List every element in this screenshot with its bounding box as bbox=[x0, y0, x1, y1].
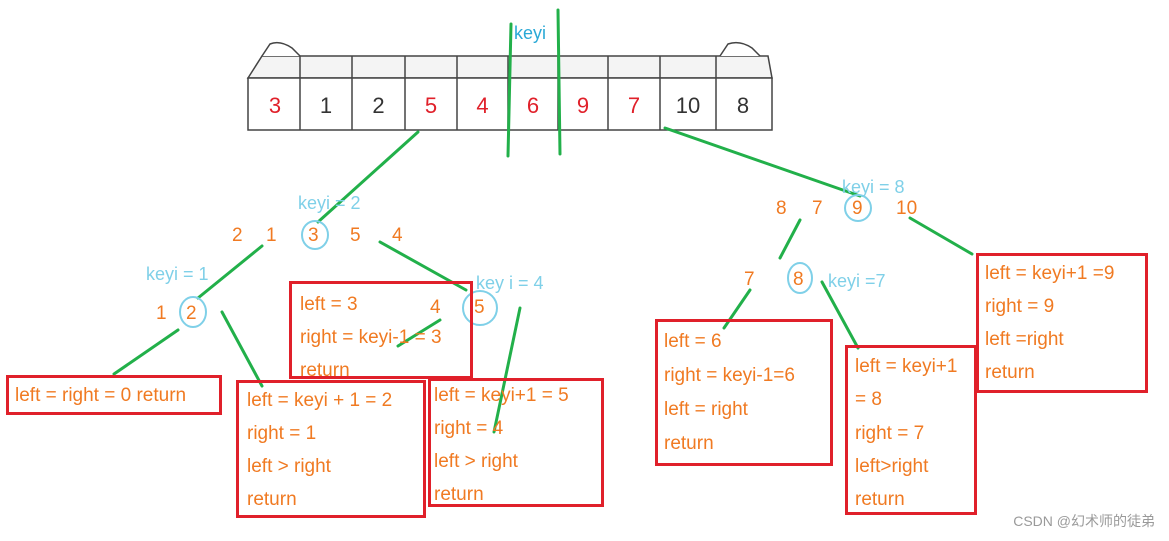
edge-left-left bbox=[196, 244, 264, 300]
edge-to-box1 bbox=[112, 328, 180, 376]
keyi-label: keyi = 8 bbox=[842, 177, 905, 197]
box-line: return bbox=[247, 489, 297, 510]
box-line: left = right = 0 return bbox=[15, 385, 187, 406]
edge-to-box7 bbox=[908, 216, 974, 256]
seq-value: 3 bbox=[308, 225, 319, 246]
circle-5 bbox=[462, 290, 498, 326]
edge-to-box2 bbox=[220, 310, 264, 388]
result-box-6: left = keyi+1 = 8 right = 7 left>right r… bbox=[845, 345, 977, 515]
circle-2 bbox=[179, 296, 207, 328]
seq-value: 9 bbox=[852, 198, 863, 219]
box-line: = 8 bbox=[855, 389, 882, 410]
result-box-5: left = 6 right = keyi-1=6 left = right r… bbox=[655, 319, 833, 466]
keyi-label: keyi =7 bbox=[828, 271, 886, 291]
array-left-cap bbox=[261, 41, 301, 57]
keyi-label: keyi = 1 bbox=[146, 264, 209, 284]
box-line: return bbox=[434, 484, 484, 505]
result-box-7: left = keyi+1 =9 right = 9 left =right r… bbox=[976, 253, 1148, 393]
array-cell: 6 bbox=[526, 93, 540, 118]
seq-value: 2 bbox=[186, 303, 197, 324]
keyi-marker-left bbox=[506, 22, 513, 158]
seq-value: 5 bbox=[350, 225, 361, 246]
result-box-3: left = 3 right = keyi-1 = 3 return bbox=[289, 281, 473, 381]
box-line: return bbox=[300, 360, 350, 381]
keyi-marker-right bbox=[556, 8, 562, 156]
box-line: right = 7 bbox=[855, 423, 925, 444]
seq-value: 7 bbox=[744, 269, 755, 290]
seq-value: 7 bbox=[812, 198, 823, 219]
circle-3 bbox=[301, 220, 329, 250]
circle-8 bbox=[787, 262, 813, 294]
seq-value: 10 bbox=[896, 198, 918, 219]
seq-value: 4 bbox=[392, 225, 403, 246]
array-cell: 9 bbox=[576, 93, 590, 118]
box-line: left = 3 bbox=[300, 294, 358, 315]
circle-9 bbox=[844, 194, 872, 222]
seq-value: 5 bbox=[474, 297, 485, 318]
box-line: return bbox=[985, 362, 1035, 383]
seq-value: 8 bbox=[793, 269, 804, 290]
box-line: left > right bbox=[434, 451, 518, 472]
box-line: left = 6 bbox=[664, 331, 722, 352]
box-line: right = 1 bbox=[247, 423, 317, 444]
seq-value: 8 bbox=[776, 198, 787, 219]
array-right-cap bbox=[719, 41, 761, 57]
result-box-1: left = right = 0 return bbox=[6, 375, 222, 415]
array-cell: 10 bbox=[675, 93, 701, 118]
edge-to-box3 bbox=[396, 318, 442, 348]
box-line: left = keyi+1 = 5 bbox=[434, 385, 569, 406]
array-cell: 2 bbox=[372, 93, 385, 118]
box-line: right = 9 bbox=[985, 296, 1055, 317]
edge-root-right bbox=[663, 126, 862, 198]
box-line: left>right bbox=[855, 456, 929, 477]
keyi-circles bbox=[179, 194, 872, 328]
watermark: CSDN @幻术师的徒弟 bbox=[1013, 513, 1155, 529]
seq-value: 4 bbox=[430, 297, 441, 318]
box-line: right = keyi-1 = 3 bbox=[300, 327, 442, 348]
array-cell: 4 bbox=[476, 93, 489, 118]
box-line: left = keyi + 1 = 2 bbox=[247, 390, 393, 411]
box-line: return bbox=[664, 433, 714, 454]
edge-right-left bbox=[778, 218, 802, 260]
keyi-label: key i = 4 bbox=[476, 273, 544, 293]
box-line: left = keyi+1 bbox=[855, 356, 958, 377]
array-cell: 5 bbox=[424, 93, 438, 118]
array-keyi-label: keyi bbox=[514, 23, 547, 43]
edge-root-left bbox=[316, 130, 420, 224]
edges bbox=[112, 8, 974, 434]
keyi-label: keyi = 2 bbox=[298, 193, 361, 213]
seq-value: 1 bbox=[156, 303, 167, 324]
seq-value: 2 bbox=[232, 225, 243, 246]
result-box-2: left = keyi + 1 = 2 right = 1 left > rig… bbox=[236, 380, 426, 518]
box-line: left > right bbox=[247, 456, 331, 477]
seq-value: 1 bbox=[266, 225, 277, 246]
array-cell: 7 bbox=[627, 93, 641, 118]
box-line: left = keyi+1 =9 bbox=[985, 263, 1115, 284]
box-line: return bbox=[855, 489, 905, 510]
box-line: right = 4 bbox=[434, 418, 504, 439]
array-cell: 8 bbox=[736, 93, 750, 118]
array-cell: 1 bbox=[319, 93, 333, 118]
box-line: left = right bbox=[664, 399, 748, 420]
array-cell: 3 bbox=[268, 93, 282, 118]
box-line: left =right bbox=[985, 329, 1064, 350]
box-line: right = keyi-1=6 bbox=[664, 365, 795, 386]
result-box-4: left = keyi+1 = 5 right = 4 left > right… bbox=[428, 378, 604, 507]
edge-to-box4 bbox=[492, 306, 522, 434]
edge-to-box6 bbox=[820, 280, 860, 350]
